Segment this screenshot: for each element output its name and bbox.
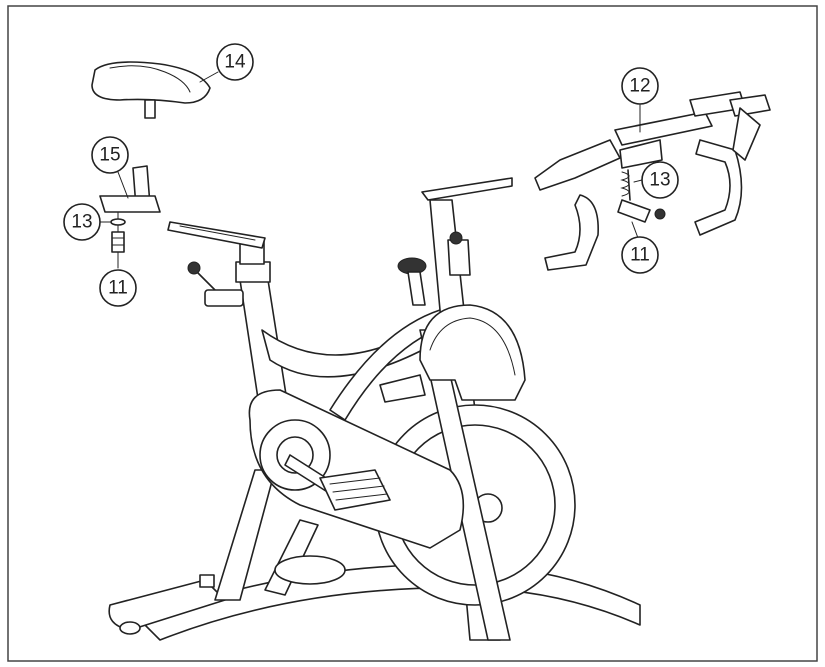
callout-circle — [621, 236, 659, 274]
callout-seat-nut: 11 — [99, 269, 137, 307]
rear-leg-a — [214, 469, 276, 601]
callout-label-13-seat: 13 — [71, 212, 92, 233]
saddle-part — [91, 61, 211, 119]
seat-rail-detail — [179, 225, 256, 241]
foot-bolt — [199, 574, 215, 588]
seat-nut — [111, 231, 125, 253]
callout-label-12: 12 — [629, 76, 650, 97]
callout-label-14: 14 — [224, 52, 246, 73]
handlebar-right-drop — [694, 139, 743, 236]
seat-washer — [110, 218, 126, 226]
callout-handlebar-nut: 11 — [621, 236, 659, 274]
callout-label-11-seat: 11 — [108, 278, 128, 299]
saddle-seam — [109, 65, 191, 93]
handlebar-post-plate — [421, 177, 513, 201]
seat-knob-ball — [187, 261, 201, 275]
saddle-post — [144, 99, 156, 119]
seat-clamp-plate — [99, 195, 161, 213]
seat-nut-thread — [111, 237, 125, 246]
handlebar-knob — [447, 239, 471, 276]
handlebar-left-arm — [534, 139, 621, 191]
diagram-frame — [7, 5, 818, 662]
handlebar-stem-block — [619, 139, 663, 169]
callout-handlebar: 12 — [621, 67, 659, 105]
brake-block — [379, 374, 426, 403]
callout-saddle: 14 — [216, 43, 254, 81]
seat-clamp-assembly — [99, 165, 161, 253]
handlebar-leader — [631, 221, 639, 239]
saddle — [91, 61, 211, 104]
handlebar-knob-cap — [449, 231, 463, 245]
handlebar-bolt-end — [654, 208, 666, 220]
callout-handlebar-washer: 13 — [641, 161, 679, 199]
handlebar-top-bar — [614, 111, 713, 146]
callout-leaders — [99, 71, 643, 269]
callout-circle — [641, 161, 679, 199]
seat-rail — [167, 221, 266, 249]
crank-ring — [259, 419, 331, 491]
callout-label-13-bar: 13 — [649, 170, 670, 191]
handlebar-nut — [617, 199, 651, 223]
handlebar-left-drop — [544, 194, 599, 271]
flywheel-cover — [419, 304, 526, 401]
pedal-straps — [329, 477, 388, 501]
handlebar-right-arm — [732, 107, 761, 161]
callout-circle — [621, 67, 659, 105]
chain-guard — [248, 389, 465, 549]
flywheel-cover-detail — [429, 317, 516, 376]
callout-seat-washer: 13 — [63, 203, 101, 241]
tension-knob-stem — [407, 271, 426, 306]
callout-circle — [91, 136, 129, 174]
seat-knob-body — [204, 289, 244, 307]
callout-circle — [99, 269, 137, 307]
bike-frame — [108, 177, 641, 641]
leader-13-bar — [633, 179, 643, 183]
front-foot — [108, 579, 226, 631]
callout-circle — [63, 203, 101, 241]
front-foot-pad — [119, 621, 141, 635]
callout-label-11-bar: 11 — [630, 245, 650, 266]
seat-tube-collar — [235, 261, 271, 283]
leader-15 — [117, 171, 129, 199]
leader-14 — [199, 71, 219, 83]
handlebar-part — [534, 91, 771, 271]
rear-hub — [274, 555, 346, 585]
callout-circle — [216, 43, 254, 81]
handlebar-spring — [620, 171, 630, 197]
callout-label-15: 15 — [99, 145, 120, 166]
callout-seat-clamp: 15 — [91, 136, 129, 174]
